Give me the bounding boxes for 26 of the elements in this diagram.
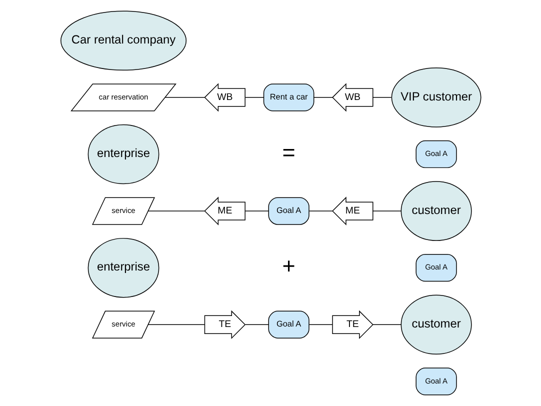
node-ellipse: customer	[400, 181, 472, 241]
connector	[147, 210, 204, 212]
node-box: Goal A	[268, 310, 309, 338]
node-ellipse: enterprise	[87, 124, 159, 184]
node-box: Goal A	[415, 254, 456, 282]
connector	[244, 324, 268, 325]
label: +	[282, 253, 295, 278]
connector	[308, 324, 332, 325]
connector	[312, 97, 332, 98]
connector	[244, 210, 268, 212]
connector	[372, 324, 401, 325]
label: =	[282, 140, 295, 165]
connector	[164, 97, 204, 98]
node-ellipse: customer	[400, 294, 472, 355]
node-ellipse: Car rental company	[60, 10, 186, 71]
node-box: Goal A	[415, 140, 456, 168]
node-box: Rent a car	[262, 84, 314, 112]
connector	[147, 324, 204, 325]
connector	[308, 210, 332, 212]
connector	[244, 97, 264, 98]
node-box: Goal A	[268, 197, 309, 225]
connector	[372, 210, 401, 212]
node-box: Goal A	[415, 368, 456, 396]
node-ellipse: VIP customer	[390, 68, 481, 128]
connector	[372, 97, 392, 98]
node-ellipse: enterprise	[87, 238, 159, 298]
